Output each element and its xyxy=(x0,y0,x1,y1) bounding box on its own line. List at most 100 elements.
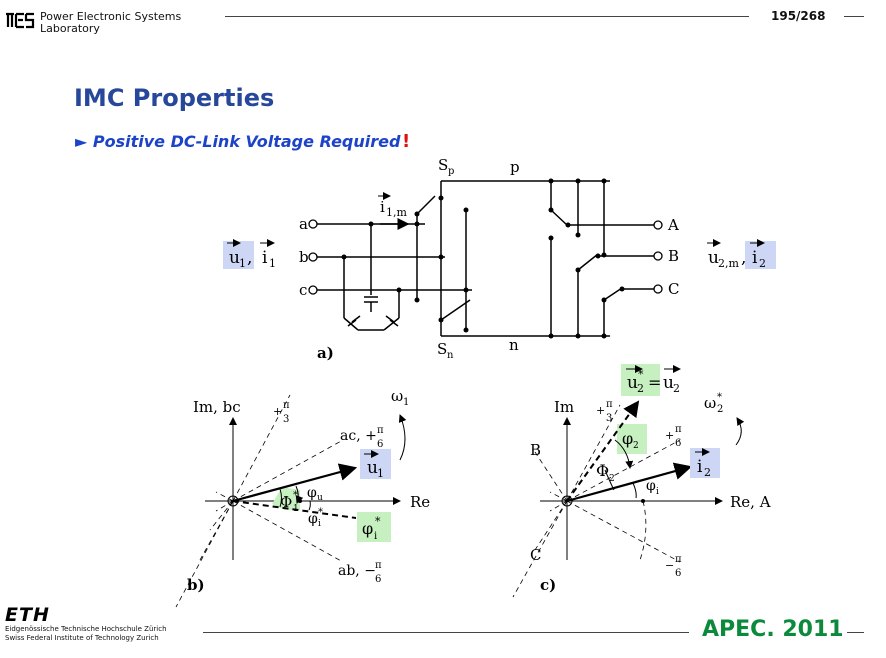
c-phi-i: φ xyxy=(646,478,656,494)
c-omega-sub: 2 xyxy=(717,404,723,415)
b-Phi1: Φ xyxy=(280,493,292,511)
page-divider xyxy=(844,16,864,17)
b-phi-i-sub: i xyxy=(318,519,321,529)
c-eq: = xyxy=(648,373,661,392)
label-B: B xyxy=(668,247,679,265)
b-ab-six: 6 xyxy=(375,574,381,585)
b-plus: + xyxy=(273,405,282,418)
c-pi3: π xyxy=(606,399,613,410)
c-u2star-sub: 2 xyxy=(637,382,644,395)
circuit-nodes xyxy=(341,178,625,339)
eth-line2: Swiss Federal Institute of Technology Zu… xyxy=(5,634,159,642)
c-plus6: + xyxy=(665,429,674,442)
label-i1m: i xyxy=(380,198,385,216)
lab-line1: Power Electronic Systems xyxy=(40,10,182,23)
c-pi6: π xyxy=(675,424,682,435)
c-re: Re, A xyxy=(730,493,771,511)
left-i-sub: 1 xyxy=(269,257,276,270)
c-phi-i-sub: i xyxy=(656,487,659,497)
fig-a-label: a) xyxy=(317,344,334,362)
b-phi-u: φ xyxy=(307,485,317,501)
c-Phi2: Φ xyxy=(596,461,609,480)
exclamation-mark: ! xyxy=(402,131,411,152)
svg-text:,: , xyxy=(741,248,746,268)
eth-line1: Eidgenössische Technische Hochschule Zür… xyxy=(5,625,167,633)
c-B: B xyxy=(530,441,541,459)
label-Sp-sub: p xyxy=(448,166,454,177)
terminals xyxy=(308,219,663,295)
fig-c-label: c) xyxy=(540,576,556,594)
left-i: i xyxy=(262,248,268,268)
label-Sn-sub: n xyxy=(447,350,454,361)
c-three: 3 xyxy=(606,413,612,424)
c-phi-u-sub: 2 xyxy=(633,441,639,451)
label-A: A xyxy=(667,216,679,234)
svg-text:,: , xyxy=(247,248,252,268)
b-ac-pi: π xyxy=(377,425,384,436)
b-three: 3 xyxy=(283,414,289,425)
c-omega: ω xyxy=(704,394,716,412)
b-phi-i-star: * xyxy=(318,507,323,518)
bullet-text: ► Positive DC-Link Voltage Required xyxy=(75,132,401,151)
fig-b-label: b) xyxy=(187,576,205,594)
b-phi-i: φ xyxy=(308,511,318,527)
label-n: n xyxy=(509,336,519,354)
page-number: 195/268 xyxy=(771,9,826,23)
c-u2star: u xyxy=(627,373,638,393)
c-phi-u: φ xyxy=(622,429,633,448)
c-C: C xyxy=(530,546,541,564)
right-u: u xyxy=(708,248,719,268)
b-ab-pi: π xyxy=(375,560,382,571)
c-u2-sub: 2 xyxy=(673,382,680,395)
b-phi-i-box-sub: i xyxy=(374,531,377,542)
phasor-diagram-c: Im Re, A B C ω 2 * + π 3 + π 6 − π 6 u 2… xyxy=(512,364,771,598)
b-re: Re xyxy=(410,493,430,511)
eth-logo: ETH xyxy=(5,604,50,626)
lab-name: Power Electronic Systems Laboratory xyxy=(40,11,181,35)
b-phi-i-box: φ xyxy=(362,519,373,538)
c-Phi2-sub: 2 xyxy=(609,474,615,484)
c-mpi6: π xyxy=(675,554,682,565)
label-C: C xyxy=(668,280,679,298)
b-Phi1-sub: 1 xyxy=(293,504,299,514)
b-omega: ω xyxy=(391,387,403,405)
slide-title: IMC Properties xyxy=(74,84,275,112)
b-omega-sub: 1 xyxy=(403,397,409,408)
apec-divider xyxy=(847,632,864,633)
c-u2-star: * xyxy=(638,368,644,381)
b-pi3: π xyxy=(283,400,290,411)
c-i2: i xyxy=(697,457,703,477)
label-i1m-sub: 1,m xyxy=(386,206,407,219)
c-plus3: + xyxy=(596,404,605,417)
c-omega-star: * xyxy=(717,392,722,403)
apec-logo: APEC. 2011 xyxy=(702,617,844,642)
b-Phi1-star: * xyxy=(293,490,298,501)
circuit-diagram xyxy=(317,180,654,337)
footer-divider xyxy=(203,632,689,633)
right-i-sub: 2 xyxy=(759,257,766,270)
b-u1-sub: 1 xyxy=(377,467,384,480)
pes-logo-icon xyxy=(6,12,35,29)
b-phi-i-box-star: * xyxy=(375,515,381,528)
c-im: Im xyxy=(554,398,574,416)
lab-line2: Laboratory xyxy=(40,22,100,35)
c-i2-sub: 2 xyxy=(704,466,711,479)
b-ac: ac, + xyxy=(340,428,377,444)
c-six6: 6 xyxy=(675,438,681,449)
label-p: p xyxy=(510,158,520,176)
c-msix6: 6 xyxy=(675,568,681,579)
label-b: b xyxy=(299,248,309,266)
b-phi-u-sub: u xyxy=(317,493,323,503)
header-divider xyxy=(225,16,749,17)
b-ac-six: 6 xyxy=(377,439,383,450)
left-u: u xyxy=(229,248,240,268)
label-a: a xyxy=(299,215,308,233)
c-minus6: − xyxy=(665,559,674,572)
c-u2: u xyxy=(663,373,674,393)
label-Sp: S xyxy=(438,156,448,174)
phasor-diagram-b: Im, bc Re ω 1 + π 3 ac, + π 6 ab, − π 6 … xyxy=(175,387,430,608)
right-i: i xyxy=(752,248,758,268)
right-u-sub: 2,m xyxy=(718,257,739,270)
b-ab: ab, − xyxy=(338,563,376,579)
